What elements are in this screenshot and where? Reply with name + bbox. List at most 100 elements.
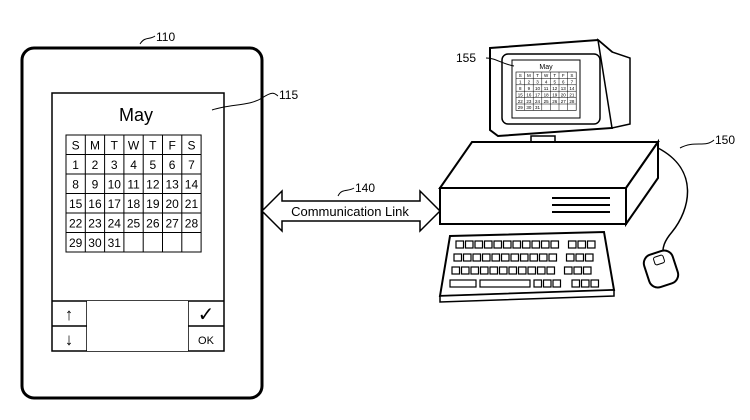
scroll-up-button[interactable]: ↑ (53, 302, 86, 325)
weekday-header: M (90, 139, 100, 153)
monitor-calendar-day: 24 (535, 99, 541, 104)
monitor-calendar-day: 3 (536, 80, 539, 85)
monitor-weekday-header: M (527, 73, 531, 78)
keyboard-key (479, 266, 489, 275)
calendar-day[interactable]: 25 (127, 217, 141, 231)
keyboard-key (460, 266, 470, 275)
keyboard-key (552, 279, 562, 288)
weekday-header: S (72, 139, 80, 153)
scroll-down-button[interactable]: ↓ (53, 327, 86, 350)
keyboard-key (472, 253, 482, 262)
calendar-day[interactable]: 19 (146, 197, 160, 211)
ref-label-140: 140 (355, 181, 375, 195)
calendar-day[interactable]: 23 (88, 217, 102, 231)
calendar-day[interactable]: 27 (165, 217, 179, 231)
keyboard-key (529, 253, 539, 262)
keyboard-key (548, 253, 558, 262)
calendar-day[interactable]: 17 (108, 197, 122, 211)
calendar-day[interactable]: 24 (108, 217, 122, 231)
device-input-area[interactable] (87, 301, 188, 351)
keyboard-key (498, 266, 508, 275)
keyboard-key (536, 266, 546, 275)
monitor-calendar-day: 15 (518, 92, 524, 97)
calendar-day[interactable]: 28 (185, 217, 199, 231)
calendar-day[interactable]: 5 (150, 158, 157, 172)
calendar-day[interactable]: 10 (108, 178, 122, 192)
monitor-calendar-day: 26 (552, 99, 558, 104)
keyboard-key (550, 240, 560, 249)
keyboard-key (481, 253, 491, 262)
calendar-day[interactable]: 3 (111, 158, 118, 172)
check-button[interactable]: ✓ (189, 302, 223, 326)
calendar-day[interactable]: 20 (165, 197, 179, 211)
monitor-calendar-day: 8 (519, 86, 522, 91)
keyboard-key (582, 266, 592, 275)
keyboard-key (453, 253, 463, 262)
weekday-header: T (111, 139, 119, 153)
calendar-day[interactable]: 2 (92, 158, 99, 172)
calendar-day[interactable]: 9 (92, 178, 99, 192)
checkmark-icon: ✓ (198, 304, 215, 326)
calendar-day[interactable]: 16 (88, 197, 102, 211)
space-bar (479, 279, 531, 288)
weekday-header: S (187, 139, 195, 153)
calendar-day[interactable]: 1 (72, 158, 79, 172)
monitor-calendar-day: 22 (518, 99, 524, 104)
keyboard-key (491, 253, 501, 262)
monitor-calendar-day: 31 (535, 105, 541, 110)
calendar-month-title: May (119, 105, 153, 125)
monitor-calendar-day: 6 (562, 80, 565, 85)
keyboard-key (483, 240, 493, 249)
keyboard-key (455, 240, 465, 249)
ok-label: OK (198, 335, 215, 347)
keyboard-key (464, 240, 474, 249)
ok-button[interactable]: OK (189, 327, 223, 350)
calendar-day[interactable]: 11 (127, 178, 140, 192)
monitor-calendar-day: 7 (571, 80, 574, 85)
keyboard-key (584, 253, 594, 262)
keyboard-key (502, 240, 512, 249)
calendar-day[interactable]: 21 (185, 197, 199, 211)
keyboard-key (590, 279, 600, 288)
monitor-calendar-day: 27 (561, 99, 567, 104)
calendar-day[interactable]: 22 (69, 217, 83, 231)
keyboard-key (519, 253, 529, 262)
monitor-calendar-day: 29 (518, 105, 524, 110)
keyboard-key (575, 253, 585, 262)
keyboard-key (508, 266, 518, 275)
keyboard-key (546, 266, 556, 275)
monitor-calendar-day: 1 (519, 80, 522, 85)
monitor-calendar-day: 23 (526, 99, 532, 104)
calendar-day[interactable]: 6 (169, 158, 176, 172)
calendar-day[interactable]: 15 (69, 197, 83, 211)
keyboard-key (586, 240, 596, 249)
keyboard-key (573, 266, 583, 275)
calendar-day[interactable]: 8 (72, 178, 79, 192)
calendar-day[interactable]: 26 (146, 217, 160, 231)
calendar-day[interactable]: 7 (188, 158, 195, 172)
monitor-weekday-header: W (544, 73, 549, 78)
monitor-weekday-header: S (570, 73, 573, 78)
keyboard-key (462, 253, 472, 262)
calendar-day[interactable]: 30 (88, 236, 102, 250)
monitor-calendar-day: 13 (561, 86, 567, 91)
monitor-calendar-day: 11 (544, 86, 549, 91)
ref-label-155: 155 (456, 51, 476, 65)
calendar-day[interactable]: 14 (185, 178, 199, 192)
calendar-day[interactable]: 31 (108, 236, 122, 250)
monitor-calendar-day: 30 (526, 105, 532, 110)
weekday-header: T (149, 139, 157, 153)
calendar-day[interactable]: 12 (146, 178, 160, 192)
keyboard-key (489, 266, 499, 275)
keyboard-key (563, 266, 573, 275)
calendar-day[interactable]: 4 (130, 158, 137, 172)
keyboard-key (533, 279, 543, 288)
calendar-day[interactable]: 13 (165, 178, 179, 192)
calendar-day[interactable]: 18 (127, 197, 141, 211)
calendar-day[interactable]: 29 (69, 236, 83, 250)
